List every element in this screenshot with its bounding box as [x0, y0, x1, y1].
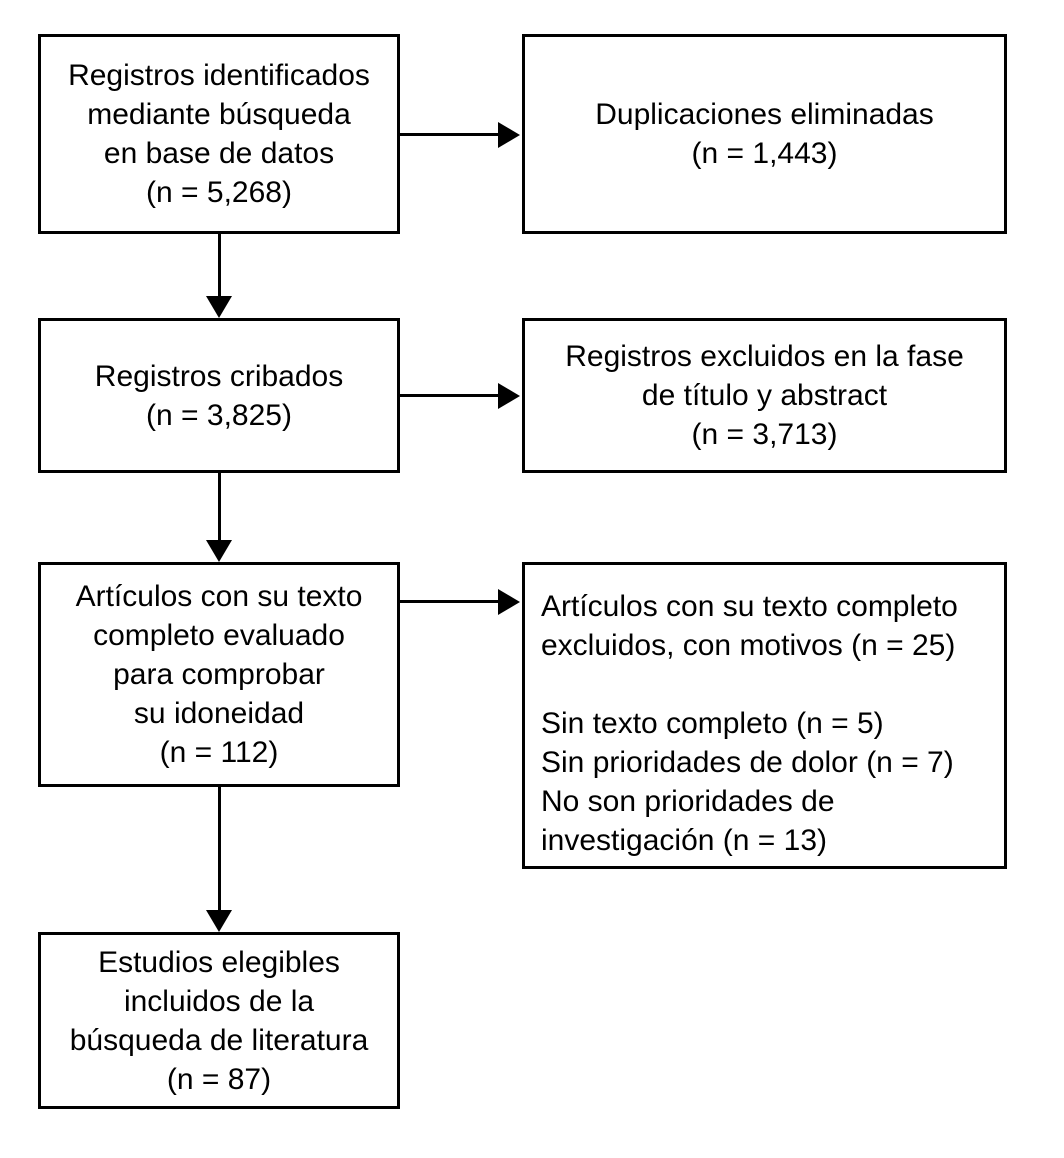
box-records-identified: Registros identificados mediante búsqued…	[38, 34, 400, 234]
connector-identified-to-duplicates	[400, 133, 500, 136]
arrowhead-down-icon	[206, 910, 232, 932]
box-records-screened-text: Registros cribados (n = 3,825)	[94, 359, 344, 432]
arrowhead-right-icon	[498, 122, 520, 148]
arrowhead-down-icon	[206, 540, 232, 562]
connector-assessed-to-fulltext-excluded	[400, 600, 500, 603]
arrowhead-down-icon	[206, 296, 232, 318]
box-records-excluded: Registros excluidos en la fase de título…	[522, 318, 1007, 473]
box-records-identified-text: Registros identificados mediante búsqued…	[68, 59, 370, 209]
box-fulltext-assessed-text: Artículos con su texto completo evaluado…	[75, 580, 363, 769]
connector-identified-to-screened	[218, 234, 221, 298]
connector-assessed-to-included	[218, 787, 221, 911]
box-duplicates-removed-text: Duplicaciones eliminadas (n = 1,443)	[595, 98, 934, 170]
arrowhead-right-icon	[498, 589, 520, 615]
box-duplicates-removed: Duplicaciones eliminadas (n = 1,443)	[522, 34, 1007, 234]
arrowhead-right-icon	[498, 383, 520, 409]
box-studies-included: Estudios elegibles incluidos de la búsqu…	[38, 932, 400, 1109]
box-fulltext-assessed: Artículos con su texto completo evaluado…	[38, 562, 400, 787]
box-records-excluded-text: Registros excluidos en la fase de título…	[565, 340, 964, 451]
connector-screened-to-excluded	[400, 394, 500, 397]
box-studies-included-text: Estudios elegibles incluidos de la búsqu…	[69, 945, 369, 1096]
connector-screened-to-assessed	[218, 473, 221, 541]
box-fulltext-excluded: Artículos con su texto completo excluido…	[522, 562, 1007, 869]
box-records-screened: Registros cribados (n = 3,825)	[38, 318, 400, 473]
box-fulltext-excluded-text: Artículos con su texto completo excluido…	[541, 590, 958, 857]
